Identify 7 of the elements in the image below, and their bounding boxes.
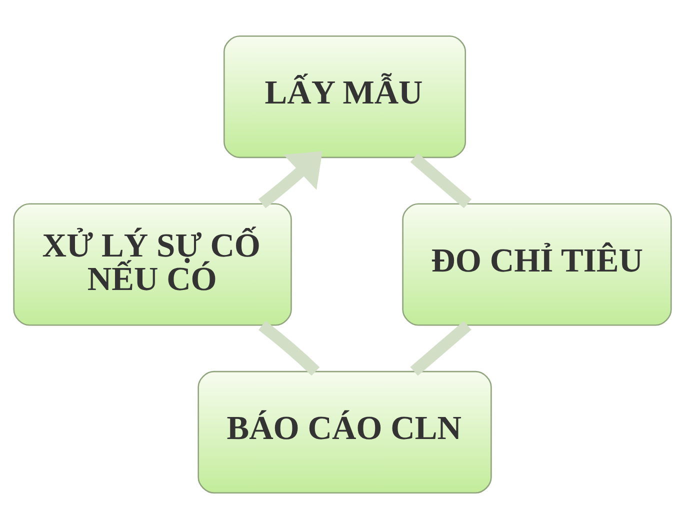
connector bbox=[258, 320, 320, 376]
node-box: XỬ LÝ SỰ CỐ NẾU CÓ bbox=[13, 203, 292, 326]
node-box: LẤY MẪU bbox=[223, 36, 466, 158]
node-box: ĐO CHỈ TIÊU bbox=[402, 203, 672, 326]
arrow bbox=[258, 151, 322, 208]
connector bbox=[410, 153, 472, 208]
node-box: BÁO CÁO CLN bbox=[198, 370, 492, 494]
